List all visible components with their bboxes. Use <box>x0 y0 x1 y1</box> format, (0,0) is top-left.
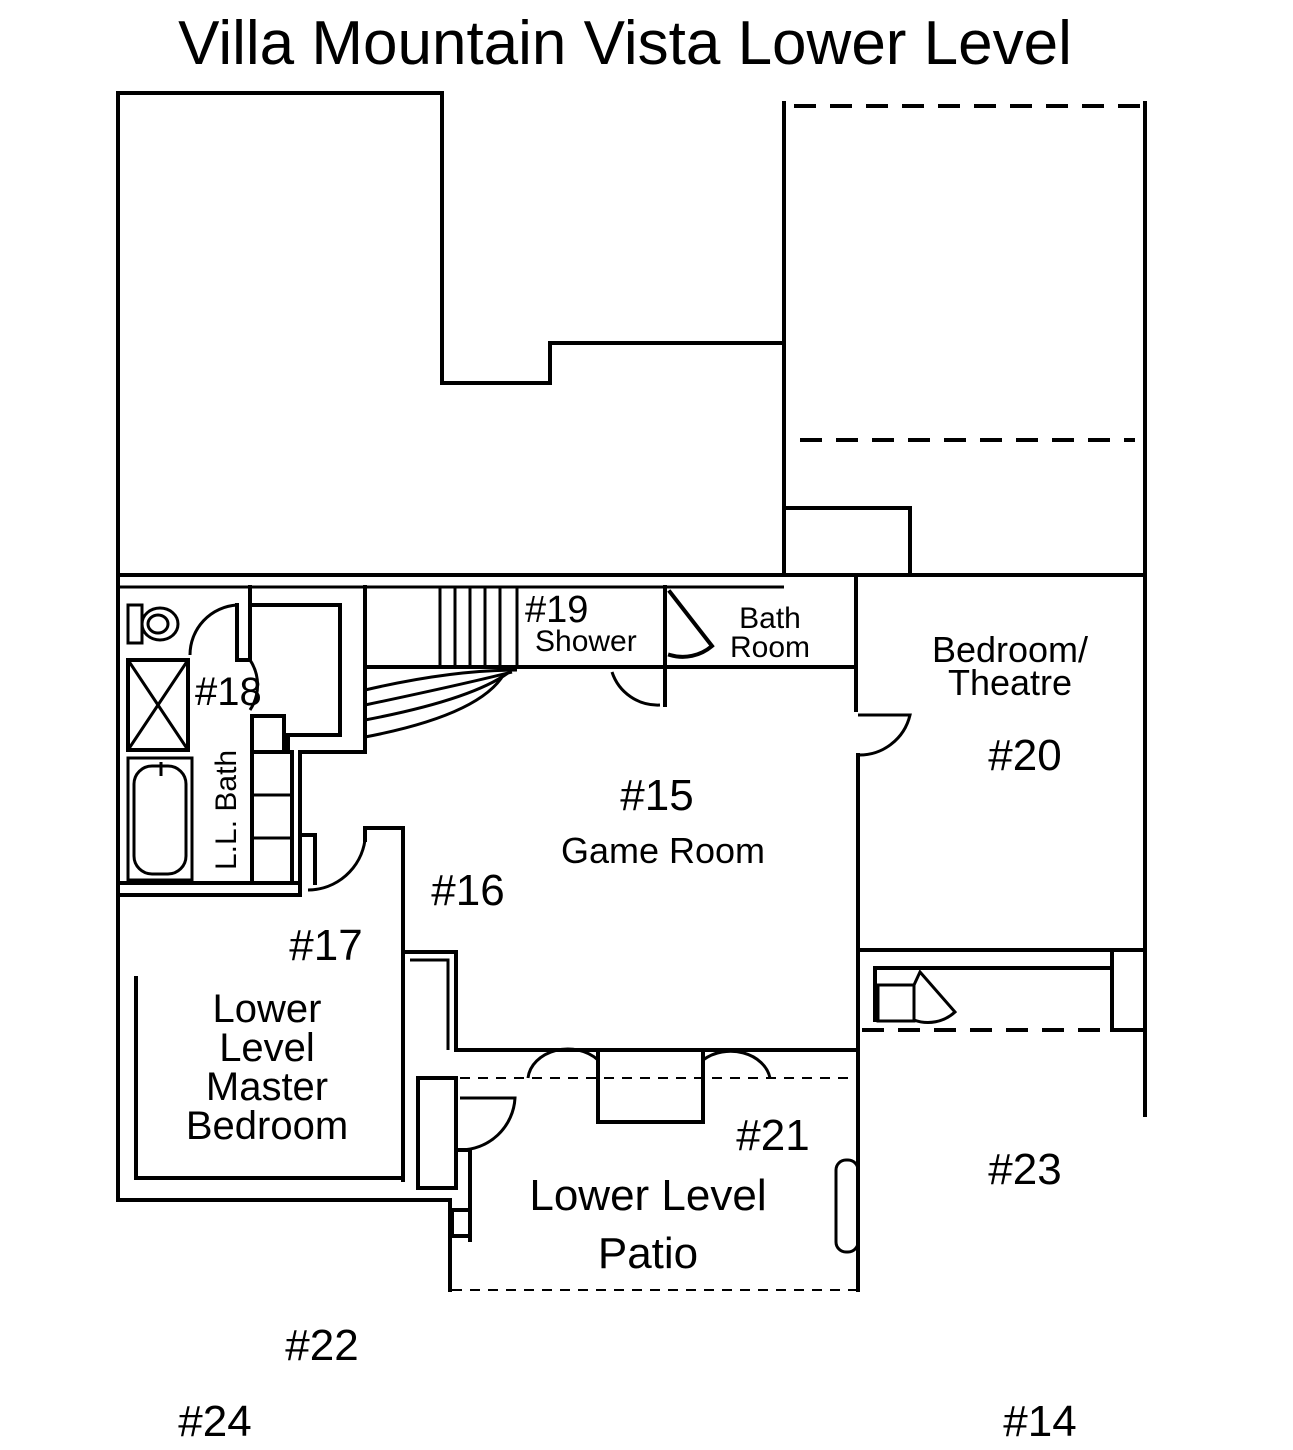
room-18-bath <box>116 573 367 1202</box>
room-15-game-room <box>298 826 860 1182</box>
room-21-patio <box>452 1048 860 1292</box>
upper-structure <box>116 91 1147 1117</box>
room-24-number: #24 <box>178 1397 251 1446</box>
stairs <box>363 587 667 739</box>
room-17-name-line-2: Level <box>219 1026 315 1070</box>
room-19-name: Shower <box>535 625 637 658</box>
bath-room-line-1: Bath <box>739 602 801 635</box>
room-17-name-line-3: Master <box>206 1065 328 1109</box>
room-16-number: #16 <box>431 866 504 915</box>
door-swing-18 <box>188 603 238 656</box>
door-swing-16 <box>307 839 367 892</box>
bath-room <box>663 573 858 712</box>
room-21-name-line-1: Lower Level <box>529 1171 766 1220</box>
room-23-number: #23 <box>988 1145 1061 1194</box>
door-swing-19 <box>610 671 661 707</box>
storage-near-23 <box>862 948 1147 1032</box>
room-17-name-line-1: Lower <box>213 987 322 1031</box>
room-18-name: L.L. Bath <box>210 750 243 870</box>
room-21-name-line-2: Patio <box>598 1229 698 1278</box>
bath-room-line-2: Room <box>730 631 810 664</box>
room-19-number: #19 <box>525 589 588 631</box>
room-20-name-line-1: Bedroom/ <box>932 629 1088 670</box>
room-21-number: #21 <box>736 1111 809 1160</box>
door-swing-20 <box>857 713 912 757</box>
bathtub-icon <box>126 756 194 882</box>
room-19-shower <box>610 585 715 707</box>
room-20-name-line-2: Theatre <box>948 662 1072 703</box>
room-20-bedroom-theatre <box>856 713 1147 1052</box>
room-17-number: #17 <box>289 921 362 970</box>
room-17-master-bedroom <box>116 976 517 1292</box>
room-20-number: #20 <box>988 731 1061 780</box>
room-22-number: #22 <box>285 1321 358 1370</box>
room-15-number: #15 <box>620 771 693 820</box>
plan-title: Villa Mountain Vista Lower Level <box>178 9 1072 78</box>
room-14-number: #14 <box>1003 1397 1076 1446</box>
room-15-name: Game Room <box>561 830 765 871</box>
toilet-icon <box>126 603 180 645</box>
shower-stall-icon <box>126 658 190 752</box>
room-18-number: #18 <box>195 670 262 714</box>
room-17-name-line-4: Bedroom <box>186 1104 348 1148</box>
door-swing-17 <box>459 1096 517 1152</box>
